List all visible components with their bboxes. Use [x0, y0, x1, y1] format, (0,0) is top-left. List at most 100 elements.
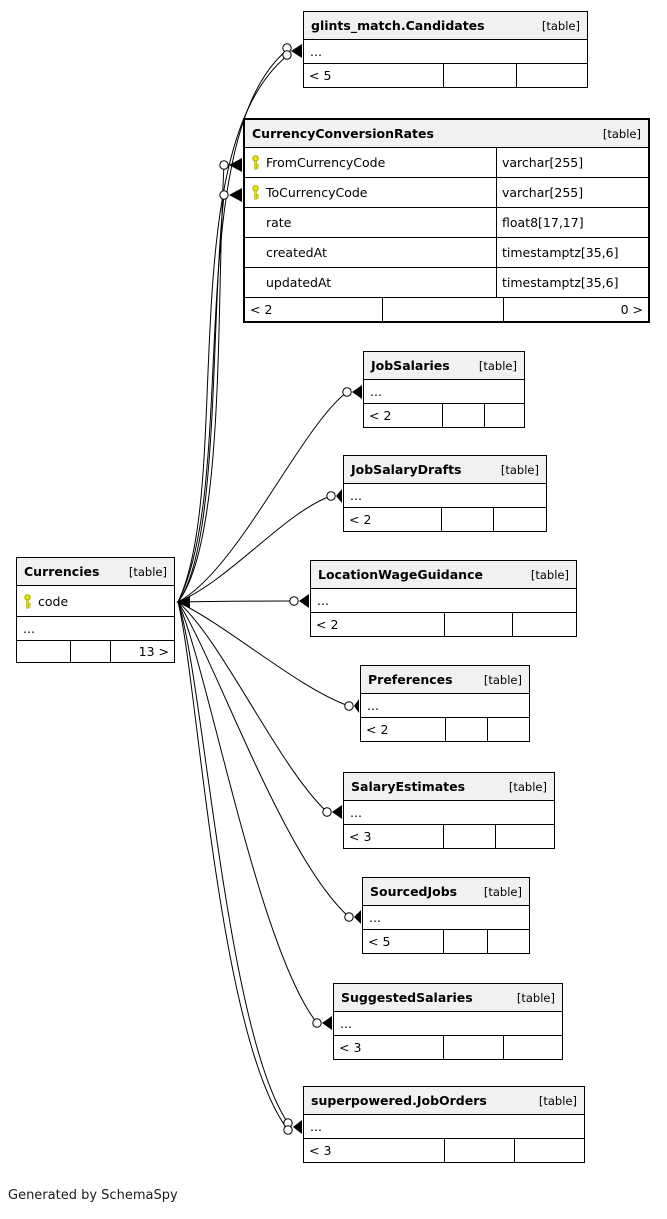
stats-row: < 5 — [363, 929, 529, 953]
relationship-edge — [177, 165, 225, 603]
crowfoot-arrow — [336, 489, 342, 503]
zero-many-circle — [322, 807, 332, 817]
column-type: varchar[255] — [496, 148, 648, 177]
stats-mid-cell — [444, 1139, 514, 1162]
table-node-job-salaries[interactable]: JobSalaries [table] ... < 2 — [363, 351, 525, 428]
stats-mid-cell — [440, 508, 494, 531]
stats-row: < 3 — [304, 1138, 584, 1162]
table-header[interactable]: JobSalaries [table] — [364, 352, 524, 379]
table-header[interactable]: Currencies [table] — [17, 558, 174, 585]
table-node-suggested-salaries[interactable]: SuggestedSalaries [table] ... < 3 — [333, 983, 563, 1060]
stats-mid-cell — [443, 613, 513, 636]
table-header[interactable]: LocationWageGuidance [table] — [311, 561, 576, 588]
table-title: SourcedJobs — [370, 884, 458, 899]
ellipsis-text: ... — [23, 621, 35, 636]
children-count: < 2 — [369, 408, 392, 423]
primary-key-icon — [250, 155, 266, 170]
ellipsis-row: ... — [304, 39, 587, 63]
table-node-location-wage-guidance[interactable]: LocationWageGuidance [table] ... < 2 — [310, 560, 577, 637]
stats-row: < 2 — [344, 507, 546, 531]
primary-key-icon — [250, 185, 266, 200]
column-name-cell: rate — [245, 208, 496, 237]
table-node-glints-match-candidates[interactable]: glints_match.Candidates [table] ... < 5 — [303, 11, 588, 88]
crowfoot-arrow — [229, 158, 242, 172]
column-name-cell: ToCurrencyCode — [245, 178, 496, 207]
relationship-edge — [177, 495, 332, 603]
table-node-job-salary-drafts[interactable]: JobSalaryDrafts [table] ... < 2 — [343, 455, 547, 532]
crowfoot-arrow — [291, 44, 302, 58]
zero-many-circle — [282, 50, 292, 60]
zero-many-circle — [344, 701, 354, 711]
children-count: < 3 — [349, 829, 372, 844]
ellipsis-text: ... — [317, 593, 329, 608]
table-title: superpowered.JobOrders — [311, 1093, 487, 1108]
column-name: code — [38, 593, 69, 609]
table-node-currency-conversion-rates[interactable]: CurrencyConversionRates [table] FromCurr… — [243, 118, 650, 323]
stats-mid-cell — [443, 1036, 502, 1059]
table-type-tag: [table] — [541, 18, 580, 33]
crowfoot-arrow — [352, 385, 362, 399]
crowfoot-arrow — [299, 594, 309, 608]
table-type-tag: [table] — [500, 462, 539, 477]
ellipsis-row: ... — [334, 1011, 562, 1035]
children-count: < 2 — [250, 302, 273, 317]
table-header[interactable]: glints_match.Candidates [table] — [304, 12, 587, 39]
table-title: CurrencyConversionRates — [252, 126, 434, 141]
table-node-salary-estimates[interactable]: SalaryEstimates [table] ... < 3 — [343, 772, 555, 849]
relationship-edge — [177, 601, 289, 1131]
crowfoot-arrow — [354, 910, 361, 924]
table-title: LocationWageGuidance — [318, 567, 483, 582]
stats-mid-cell — [442, 930, 488, 953]
children-count: < 3 — [339, 1040, 362, 1055]
stats-mid-cell — [442, 825, 496, 848]
crowfoot-arrow — [293, 1120, 302, 1134]
column-type: timestamptz[35,6] — [496, 238, 648, 267]
ellipsis-row: ... — [363, 905, 529, 929]
ellipsis-row: ... — [17, 616, 174, 640]
stats-mid-cell — [442, 404, 484, 427]
table-header[interactable]: CurrencyConversionRates [table] — [245, 120, 648, 147]
ellipsis-row: ... — [304, 1114, 584, 1138]
zero-many-circle — [344, 912, 354, 922]
crowfoot-arrow — [354, 699, 359, 713]
children-count: < 5 — [309, 68, 332, 83]
table-type-tag: [table] — [128, 564, 167, 579]
table-header[interactable]: JobSalaryDrafts [table] — [344, 456, 546, 483]
parents-count — [483, 404, 524, 427]
parents-count — [493, 508, 546, 531]
relationship-edge — [177, 601, 350, 918]
table-type-tag: [table] — [602, 126, 641, 141]
column-type: varchar[255] — [496, 178, 648, 207]
table-header[interactable]: Preferences [table] — [361, 666, 529, 693]
column-row: updatedAt timestamptz[35,6] — [245, 267, 648, 297]
table-header[interactable]: SourcedJobs [table] — [363, 878, 529, 905]
parents-count — [487, 718, 529, 741]
table-type-tag: [table] — [538, 1093, 577, 1108]
table-header[interactable]: SuggestedSalaries [table] — [334, 984, 562, 1011]
parents-count — [512, 613, 576, 636]
ellipsis-text: ... — [369, 910, 381, 925]
column-name: updatedAt — [266, 275, 332, 290]
table-node-sourced-jobs[interactable]: SourcedJobs [table] ... < 5 — [362, 877, 530, 954]
relationship-edge — [177, 600, 295, 603]
table-header[interactable]: SalaryEstimates [table] — [344, 773, 554, 800]
table-node-preferences[interactable]: Preferences [table] ... < 2 — [360, 665, 530, 742]
table-node-superpowered-job-orders[interactable]: superpowered.JobOrders [table] ... < 3 — [303, 1086, 585, 1163]
table-title: JobSalaries — [371, 358, 450, 373]
ellipsis-text: ... — [350, 488, 362, 503]
stats-row: < 2 — [364, 403, 524, 427]
column-name: ToCurrencyCode — [266, 185, 368, 200]
table-type-tag: [table] — [483, 672, 522, 687]
table-header[interactable]: superpowered.JobOrders [table] — [304, 1087, 584, 1114]
table-type-tag: [table] — [483, 884, 522, 899]
zero-many-circle — [219, 160, 229, 170]
children-count: < 2 — [349, 512, 372, 527]
parents-count: 0 > — [502, 298, 648, 321]
crowfoot-arrow — [332, 805, 342, 819]
ellipsis-text: ... — [350, 805, 362, 820]
children-count: < 5 — [368, 934, 391, 949]
table-node-currencies[interactable]: Currencies [table] code ... 13 > — [16, 557, 175, 663]
relationship-edge — [177, 49, 288, 603]
table-title: glints_match.Candidates — [311, 18, 485, 33]
